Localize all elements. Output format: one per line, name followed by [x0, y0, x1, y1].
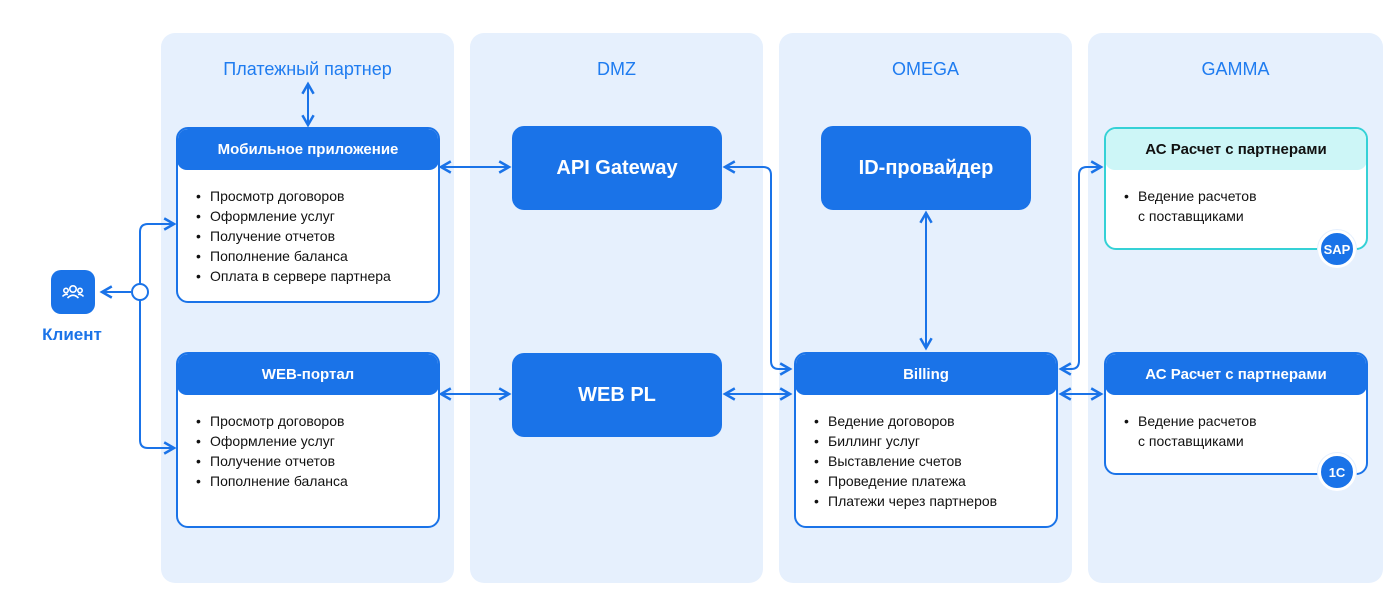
- sap-badge: SAP: [1318, 230, 1356, 268]
- web-portal-title: WEB-портал: [178, 354, 438, 395]
- list-item: Пополнение баланса: [196, 471, 438, 491]
- zone-title-omega: OMEGA: [891, 59, 959, 79]
- web-pl-box[interactable]: WEB PL: [512, 353, 722, 437]
- 1c-badge: 1C: [1318, 453, 1356, 491]
- billing-features: Ведение договоров Биллинг услуг Выставле…: [814, 411, 1056, 511]
- billing-card[interactable]: Billing Ведение договоров Биллинг услуг …: [794, 352, 1058, 528]
- mobile-app-title: Мобильное приложение: [178, 129, 438, 170]
- branch-node: [131, 283, 149, 301]
- as-partners-sap-title: АС Расчет с партнерами: [1106, 129, 1366, 170]
- list-item: Ведение договоров: [814, 411, 1056, 431]
- list-item: Просмотр договоров: [196, 411, 438, 431]
- list-item: Ведение расчетов: [1124, 411, 1366, 431]
- list-item: Оплата в сервере партнера: [196, 266, 438, 286]
- as-partners-sap-features: Ведение расчетов с поставщиками: [1124, 186, 1366, 226]
- client-label: Клиент: [42, 325, 102, 344]
- list-item: Просмотр договоров: [196, 186, 438, 206]
- mobile-app-card[interactable]: Мобильное приложение Просмотр договоров …: [176, 127, 440, 303]
- as-partners-1c-card[interactable]: АС Расчет с партнерами Ведение расчетов …: [1104, 352, 1368, 475]
- zone-title-dmz: DMZ: [597, 59, 636, 79]
- mobile-app-features: Просмотр договоров Оформление услуг Полу…: [196, 186, 438, 286]
- zone-dmz: DMZ: [470, 33, 763, 583]
- list-item: Пополнение баланса: [196, 246, 438, 266]
- list-item: Выставление счетов: [814, 451, 1056, 471]
- billing-title: Billing: [796, 354, 1056, 395]
- list-item: Платежи через партнеров: [814, 491, 1056, 511]
- list-item: Оформление услуг: [196, 206, 438, 226]
- list-item: Проведение платежа: [814, 471, 1056, 491]
- as-partners-1c-title: АС Расчет с партнерами: [1106, 354, 1366, 395]
- zone-title-payment-partner: Платежный партнер: [223, 59, 392, 79]
- list-item: Оформление услуг: [196, 431, 438, 451]
- list-item: Получение отчетов: [196, 451, 438, 471]
- list-item-text: с поставщиками: [1138, 208, 1244, 224]
- list-item: Биллинг услуг: [814, 431, 1056, 451]
- zone-gamma: GAMMA: [1088, 33, 1383, 583]
- list-item-continuation: с поставщиками: [1124, 206, 1366, 226]
- list-item-continuation: с поставщиками: [1124, 431, 1366, 451]
- as-partners-1c-features: Ведение расчетов с поставщиками: [1124, 411, 1366, 451]
- web-portal-card[interactable]: WEB-портал Просмотр договоров Оформление…: [176, 352, 440, 528]
- web-portal-features: Просмотр договоров Оформление услуг Полу…: [196, 411, 438, 491]
- list-item: Ведение расчетов: [1124, 186, 1366, 206]
- client-users-icon: [51, 270, 95, 314]
- list-item: Получение отчетов: [196, 226, 438, 246]
- list-item-text: с поставщиками: [1138, 433, 1244, 449]
- id-provider-box[interactable]: ID-провайдер: [821, 126, 1031, 210]
- api-gateway-box[interactable]: API Gateway: [512, 126, 722, 210]
- as-partners-sap-card[interactable]: АС Расчет с партнерами Ведение расчетов …: [1104, 127, 1368, 250]
- zone-title-gamma: GAMMA: [1201, 59, 1270, 79]
